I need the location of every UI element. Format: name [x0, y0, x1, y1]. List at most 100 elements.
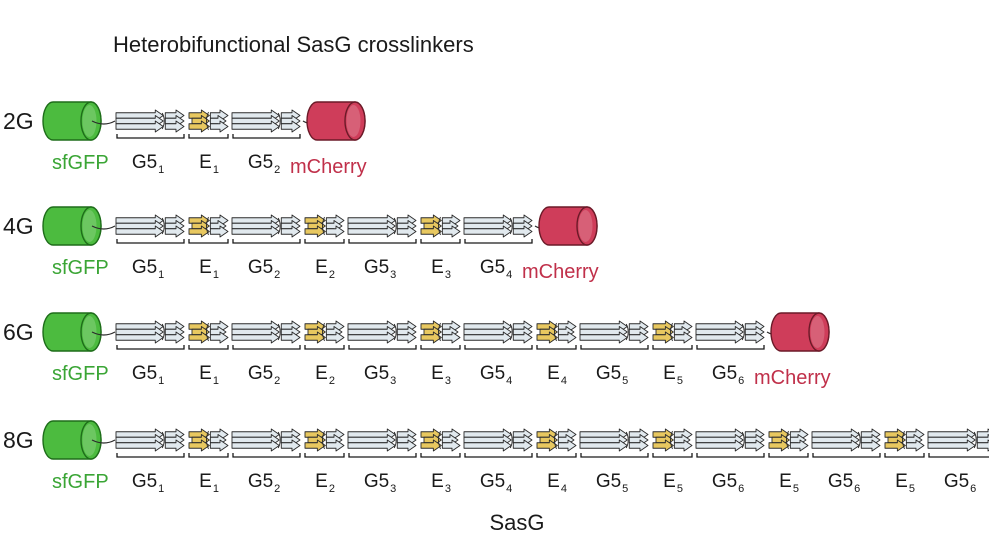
segment-label: G5: [480, 471, 505, 492]
construct-name: 4G: [3, 213, 34, 239]
segment-label: G5: [944, 471, 969, 492]
segment-bracket: [420, 453, 461, 458]
construct-name: 2G: [3, 108, 34, 134]
e-domain: [536, 428, 577, 452]
segment-bracket: [116, 134, 185, 139]
segment-label: G5: [596, 471, 621, 492]
e-domain: [304, 320, 345, 344]
sfgfp-domain: [42, 420, 102, 460]
segment-bracket: [652, 345, 693, 350]
e-domain: [188, 214, 229, 238]
segment-subscript: 2: [274, 375, 280, 387]
segment-subscript: 6: [738, 483, 744, 495]
g5-domain: [463, 428, 533, 452]
segment-subscript: 4: [506, 483, 512, 495]
segment-bracket: [188, 345, 229, 350]
g5-domain: [811, 428, 881, 452]
g5-domain: [347, 320, 417, 344]
segment-subscript: 3: [390, 375, 396, 387]
segment-bracket: [304, 453, 345, 458]
mcherry-domain: [538, 206, 598, 246]
segment-label: E: [199, 471, 212, 492]
segment-bracket: [116, 345, 185, 350]
segment-bracket: [420, 239, 461, 244]
segment-label: G5: [132, 257, 157, 278]
e-domain: [536, 320, 577, 344]
segment-bracket: [232, 453, 301, 458]
mcherry-domain: [306, 101, 366, 141]
segment-label: G5: [248, 257, 273, 278]
segment-label: G5: [132, 152, 157, 173]
e-domain: [768, 428, 809, 452]
segment-bracket: [304, 239, 345, 244]
segment-bracket: [696, 345, 765, 350]
g5-domain: [115, 214, 185, 238]
sfgfp-label: sfGFP: [52, 363, 109, 385]
linker: [91, 225, 116, 230]
e-domain: [188, 320, 229, 344]
segment-subscript: 1: [158, 375, 164, 387]
segment-subscript: 5: [622, 375, 628, 387]
e-domain: [420, 428, 461, 452]
segment-bracket: [116, 453, 185, 458]
segment-label: E: [199, 363, 212, 384]
segment-label: G5: [248, 152, 273, 173]
segment-label: E: [199, 257, 212, 278]
e-domain: [420, 214, 461, 238]
segment-label: G5: [364, 363, 389, 384]
segment-label: E: [315, 257, 328, 278]
segment-bracket: [232, 239, 301, 244]
segment-label: G5: [596, 363, 621, 384]
segment-subscript: 1: [158, 483, 164, 495]
segment-label: E: [779, 471, 792, 492]
segment-subscript: 4: [561, 375, 567, 387]
e-domain: [304, 214, 345, 238]
segment-bracket: [464, 453, 533, 458]
segment-bracket: [812, 453, 881, 458]
segment-subscript: 2: [329, 269, 335, 281]
segment-label: E: [315, 363, 328, 384]
segment-label: E: [663, 471, 676, 492]
segment-subscript: 5: [677, 483, 683, 495]
sfgfp-label: sfGFP: [52, 471, 109, 493]
segment-subscript: 5: [622, 483, 628, 495]
segment-label: G5: [712, 363, 737, 384]
segment-subscript: 4: [506, 269, 512, 281]
segment-bracket: [884, 453, 925, 458]
segment-subscript: 1: [213, 375, 219, 387]
sfgfp-label: sfGFP: [52, 257, 109, 279]
segment-bracket: [536, 453, 577, 458]
e-domain: [652, 428, 693, 452]
segment-label: E: [547, 363, 560, 384]
e-domain: [652, 320, 693, 344]
segment-bracket: [696, 453, 765, 458]
g5-domain: [347, 214, 417, 238]
g5-domain: [579, 428, 649, 452]
segment-subscript: 2: [274, 483, 280, 495]
sfgfp-domain: [42, 312, 102, 352]
g5-domain: [463, 214, 533, 238]
segment-label: E: [431, 257, 444, 278]
segment-label: E: [547, 471, 560, 492]
segment-bracket: [464, 345, 533, 350]
segment-label: G5: [480, 363, 505, 384]
segment-label: G5: [248, 471, 273, 492]
segment-bracket: [464, 239, 533, 244]
sfgfp-domain: [42, 206, 102, 246]
segment-label: E: [199, 152, 212, 173]
g5-domain: [115, 320, 185, 344]
segment-subscript: 6: [854, 483, 860, 495]
segment-label: G5: [480, 257, 505, 278]
construct-name: 6G: [3, 319, 34, 345]
segment-bracket: [536, 345, 577, 350]
segment-subscript: 2: [329, 375, 335, 387]
segment-subscript: 1: [213, 269, 219, 281]
segment-bracket: [232, 345, 301, 350]
segment-bracket: [580, 345, 649, 350]
segment-subscript: 4: [506, 375, 512, 387]
g5-domain: [231, 320, 301, 344]
